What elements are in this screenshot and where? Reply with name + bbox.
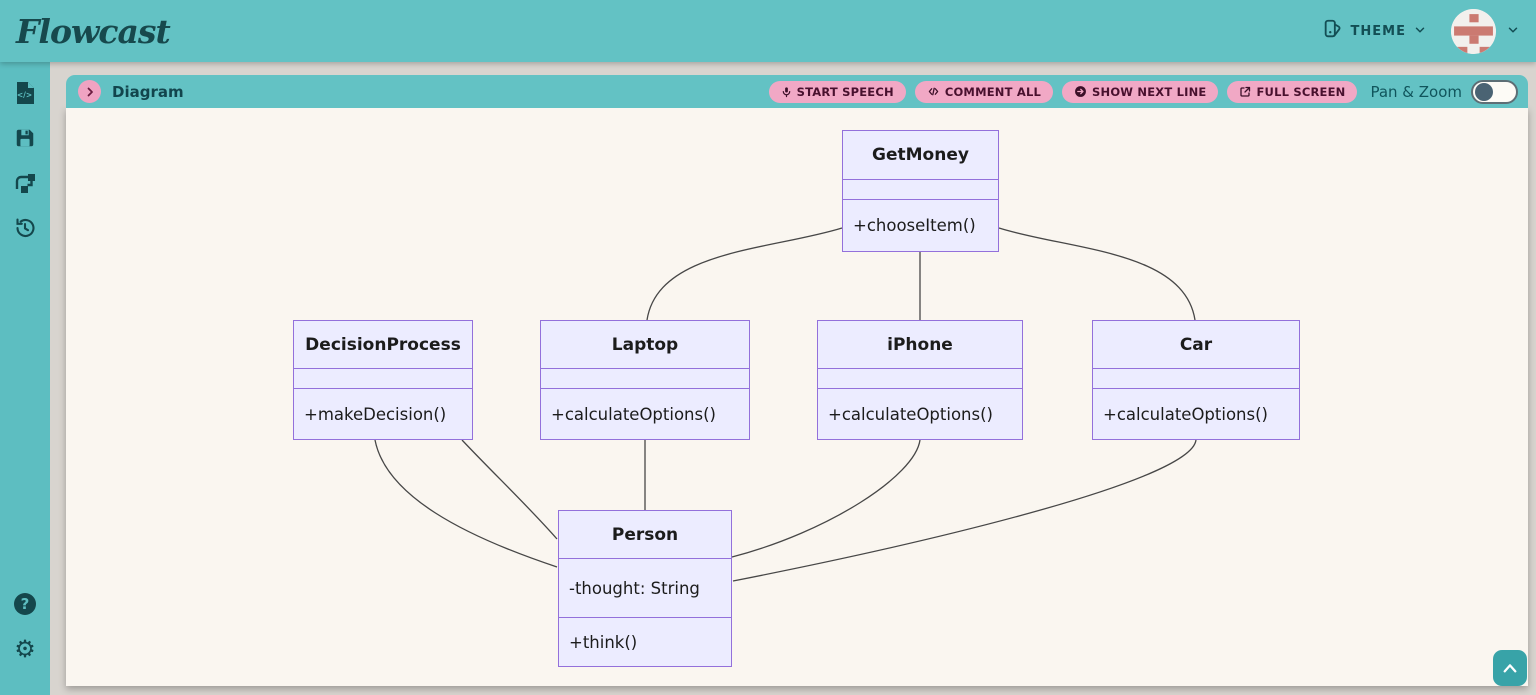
class-box-iphone[interactable]: iPhone +calculateOptions() <box>817 320 1023 440</box>
edge-layer <box>374 227 1197 582</box>
class-attributes <box>294 368 472 388</box>
diagram-toolbar: Diagram START SPEECH COMMENT ALL SHOW NE… <box>66 75 1528 108</box>
settings-gear-icon[interactable]: ⚙ <box>14 635 36 663</box>
avatar[interactable] <box>1451 8 1496 54</box>
code-file-icon[interactable]: </> <box>12 80 38 106</box>
edge-decisionprocess-person <box>374 439 558 568</box>
class-method: +calculateOptions() <box>541 388 749 439</box>
class-title: Person <box>611 524 679 545</box>
class-box-decisionprocess[interactable]: DecisionProcess +makeDecision() <box>293 320 473 440</box>
edge-car-person <box>732 439 1197 582</box>
panel-title: Diagram <box>112 82 184 101</box>
class-box-car[interactable]: Car +calculateOptions() <box>1092 320 1300 440</box>
class-method: +think() <box>559 617 731 666</box>
class-box-getmoney[interactable]: GetMoney +chooseItem() <box>842 130 999 252</box>
help-icon[interactable]: ? <box>12 591 38 617</box>
class-title: iPhone <box>887 334 953 355</box>
class-method: +calculateOptions() <box>818 388 1022 439</box>
collapse-panel-button[interactable] <box>78 80 101 103</box>
class-method: +chooseItem() <box>843 199 998 251</box>
swatch-icon <box>1322 18 1344 44</box>
save-icon[interactable] <box>12 125 38 151</box>
code-icon <box>928 87 939 96</box>
class-attributes <box>843 179 998 199</box>
edge-getmoney-laptop <box>646 227 843 321</box>
full-screen-button[interactable]: FULL SCREEN <box>1227 80 1358 103</box>
show-next-line-button[interactable]: SHOW NEXT LINE <box>1062 80 1219 103</box>
pan-zoom-label: Pan & Zoom <box>1370 82 1462 101</box>
edge-getmoney-car <box>998 227 1196 321</box>
comment-all-button[interactable]: COMMENT ALL <box>914 80 1054 103</box>
start-speech-button[interactable]: START SPEECH <box>768 80 906 103</box>
class-title: Car <box>1179 334 1213 355</box>
microphone-icon <box>782 86 790 97</box>
class-title: Laptop <box>611 334 679 355</box>
edge-iphone-person <box>731 439 921 558</box>
flowchart-icon[interactable] <box>12 170 38 196</box>
class-title: GetMoney <box>872 145 969 165</box>
sidebar: </> ? ⚙ <box>0 62 50 695</box>
class-method: +calculateOptions() <box>1093 388 1299 439</box>
app-logo: Flowcast <box>16 11 171 51</box>
fullscreen-expand-icon <box>1240 86 1251 97</box>
class-box-laptop[interactable]: Laptop +calculateOptions() <box>540 320 750 440</box>
edge-decisionprocess-person-2 <box>461 439 558 540</box>
class-attribute: -thought: String <box>559 558 731 617</box>
theme-menu[interactable]: THEME <box>1322 18 1427 44</box>
app-header: Flowcast THEME <box>0 0 1536 62</box>
class-box-person[interactable]: Person -thought: String +think() <box>558 510 732 667</box>
toggle-knob <box>1475 82 1493 101</box>
arrow-circle-right-icon <box>1075 86 1086 97</box>
chevron-down-icon <box>1413 22 1427 41</box>
class-attributes <box>1093 368 1299 388</box>
profile-chevron-down-icon[interactable] <box>1506 22 1520 41</box>
class-title: DecisionProcess <box>305 334 461 355</box>
diagram-canvas[interactable]: GetMoney +chooseItem() DecisionProcess +… <box>66 108 1528 686</box>
scroll-top-button[interactable] <box>1493 650 1527 686</box>
theme-label: THEME <box>1350 23 1406 39</box>
svg-text:</>: </> <box>17 91 32 100</box>
class-attributes <box>541 368 749 388</box>
class-attributes <box>818 368 1022 388</box>
history-icon[interactable] <box>12 215 38 241</box>
chevron-up-icon <box>1503 664 1517 673</box>
class-method: +makeDecision() <box>294 388 472 439</box>
pan-zoom-toggle[interactable] <box>1471 79 1518 104</box>
